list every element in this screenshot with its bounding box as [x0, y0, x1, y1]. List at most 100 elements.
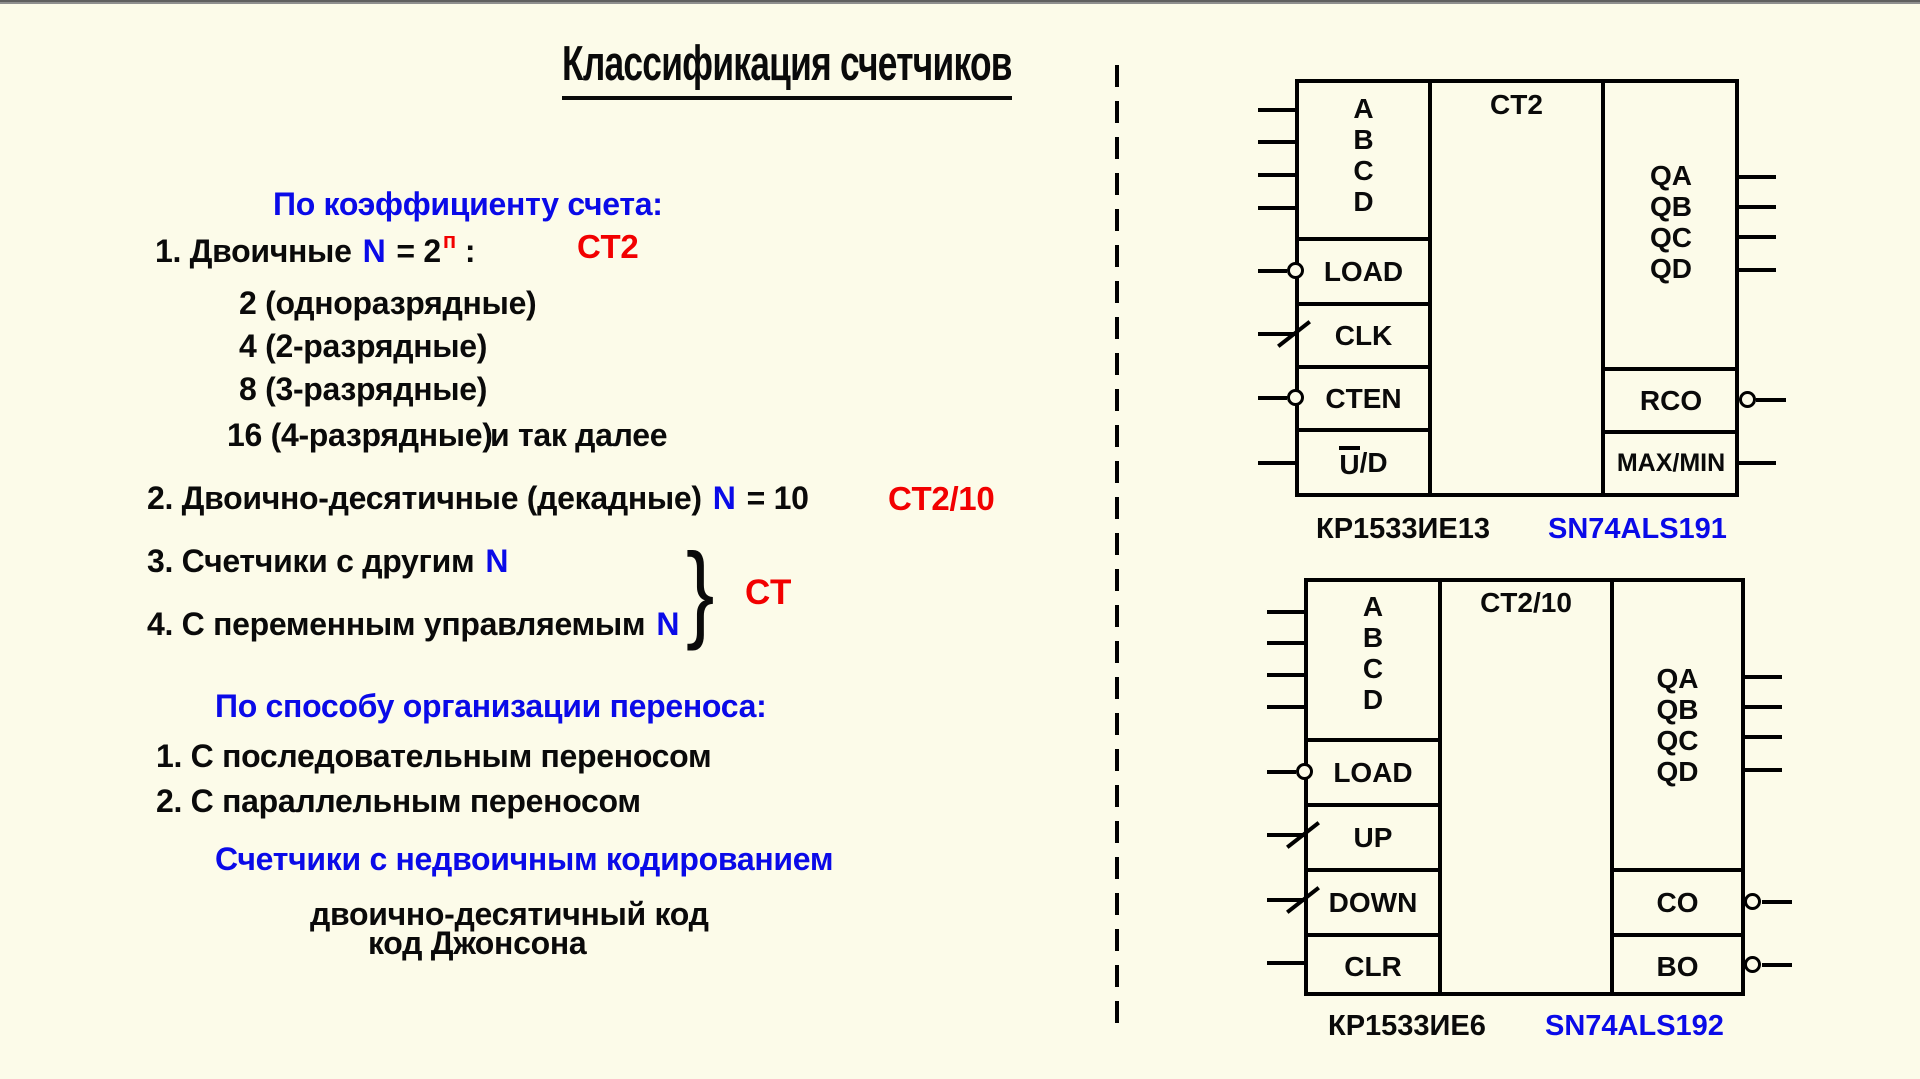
chip2-output-qd-label: QD: [1656, 756, 1699, 787]
chip1-pin-qc-line: [1739, 235, 1776, 239]
chip2-pin-clr-line: [1267, 961, 1304, 965]
chip1-pin-qa-line: [1739, 175, 1776, 179]
chip2-bo-label: BO: [1656, 950, 1699, 982]
chip1-type-label: CT2: [1490, 89, 1543, 120]
chip1-ud-overlined: U: [1339, 446, 1360, 479]
chip1-input-a-label: A: [1353, 93, 1374, 124]
chip1-pin-d-line: [1258, 206, 1295, 210]
chip2-input-a-label: A: [1362, 591, 1384, 622]
chip1-pin-clk-line: [1258, 332, 1295, 336]
chip2-hline1: [1304, 738, 1442, 742]
chip1-load-inversion-bubble: [1287, 262, 1304, 279]
chip2-pin-b-line: [1267, 641, 1304, 645]
item1-n: N: [362, 233, 386, 269]
chip2-pin-up-line: [1267, 833, 1304, 837]
item3-n: N: [485, 543, 509, 579]
chip2-load-label: LOAD: [1333, 756, 1413, 788]
etc-label: и так далее: [490, 417, 668, 453]
chip2-output-qa-label: QA: [1656, 663, 1699, 694]
chip1-cten-label: CTEN: [1325, 382, 1402, 414]
chip1-pin-cten-line: [1258, 396, 1287, 400]
chip1-hline1: [1295, 237, 1432, 241]
window-top-edge: [0, 0, 1920, 4]
chip1-vline-right: [1601, 79, 1605, 497]
chip2-pin-c-line: [1267, 673, 1304, 677]
chip2-co-inversion-bubble: [1744, 893, 1761, 910]
chip1-data-inputs: A B C D: [1299, 93, 1428, 217]
chip2-pin-qd-line: [1745, 768, 1782, 772]
chip2-pin-down-line: [1267, 898, 1304, 902]
item1-designation: CT2: [577, 228, 639, 265]
chip1-vline-left: [1428, 79, 1432, 497]
chip1-part-number-intl: SN74ALS191: [1548, 513, 1727, 545]
chip2-hline6: [1610, 933, 1745, 937]
chip2-input-c-label: C: [1362, 653, 1384, 684]
chip2-pin-load-line: [1267, 770, 1296, 774]
chip1-pin-b-line: [1258, 140, 1295, 144]
chip2-pin-qa-line: [1745, 675, 1782, 679]
chip1-rco-inversion-bubble: [1739, 391, 1756, 408]
chip1-input-c-label: C: [1353, 155, 1374, 186]
chip2-input-d-label: D: [1362, 684, 1384, 715]
item2-designation: CT2/10: [888, 480, 995, 517]
page-title: Классификация счетчиков: [562, 36, 1012, 100]
chip2-vline-left: [1438, 578, 1442, 996]
chip1-input-d-label: D: [1353, 186, 1374, 217]
chip1-load-label: LOAD: [1323, 255, 1404, 287]
chip2-input-b-label: B: [1362, 622, 1384, 653]
chip1-output-qd-label: QD: [1650, 253, 1692, 284]
item2-eq: = 10: [746, 480, 809, 516]
chip2-vline-right: [1610, 578, 1614, 996]
chip2-pin-a-line: [1267, 610, 1304, 614]
chip2-data-inputs: A B C D: [1308, 591, 1438, 715]
chip1-ud-rest: /D: [1359, 446, 1388, 478]
chip2-hline4: [1304, 933, 1442, 937]
chip2-output-qc-label: QC: [1656, 725, 1699, 756]
section3-line1: двоично-десятичный код: [310, 896, 709, 932]
curly-brace: }: [686, 531, 715, 652]
chip2-bo-inversion-bubble: [1744, 956, 1761, 973]
chip2-pin-d-line: [1267, 705, 1304, 709]
chip1-clk-label: CLK: [1334, 319, 1393, 351]
subitem-2: 2 (одноразрядные): [239, 285, 537, 321]
chip1-pin-a-line: [1258, 108, 1295, 112]
chip1-output-qb-label: QB: [1650, 191, 1692, 222]
dashed-divider: [1115, 65, 1119, 1036]
chip2-pin-co-line: [1762, 900, 1792, 904]
chip1-pin-load-line: [1258, 269, 1287, 273]
section2-heading: По способу организации переноса:: [215, 688, 767, 724]
chip2-co-label: CO: [1656, 886, 1699, 918]
chip2-pin-bo-line: [1762, 963, 1792, 967]
item4-text: 4. С переменным управляемым: [147, 606, 646, 642]
section2-item2: 2. С параллельным переносом: [156, 783, 641, 819]
chip1-outline: [1295, 79, 1739, 497]
chip1-pin-qd-line: [1739, 268, 1776, 272]
section3-heading: Счетчики с недвоичным кодированием: [215, 841, 834, 877]
chip2-output-qb-label: QB: [1656, 694, 1699, 725]
item2-n: N: [712, 480, 736, 516]
section1-heading: По коэффициенту счета:: [273, 186, 663, 222]
chip2-hline2: [1304, 803, 1442, 807]
chip1-hline2: [1295, 302, 1432, 306]
item1-text: 1. Двоичные: [155, 233, 352, 269]
chip1-hline6: [1601, 430, 1739, 434]
chip2-load-inversion-bubble: [1296, 763, 1313, 780]
chip1-pin-ud-line: [1258, 461, 1295, 465]
subitem-4: 4 (2-разрядные): [239, 328, 488, 364]
chip2-up-label: UP: [1353, 821, 1393, 853]
item2-line: 2. Двоично-десятичные (декадные)N= 10: [147, 480, 809, 518]
chip1-pin-c-line: [1258, 173, 1295, 177]
chip2-type-label: CT2/10: [1480, 587, 1572, 618]
chip1-cten-inversion-bubble: [1287, 389, 1304, 406]
chip1-rco-label: RCO: [1639, 384, 1703, 416]
chip1-pin-maxmin-line: [1739, 461, 1776, 465]
chip1-pin-qb-line: [1739, 205, 1776, 209]
item1-eq: = 2: [396, 233, 441, 269]
chip2-clr-label: CLR: [1344, 950, 1402, 982]
subitem-16: 16 (4-разрядные): [227, 417, 493, 453]
section3-line2: код Джонсона: [368, 925, 587, 961]
